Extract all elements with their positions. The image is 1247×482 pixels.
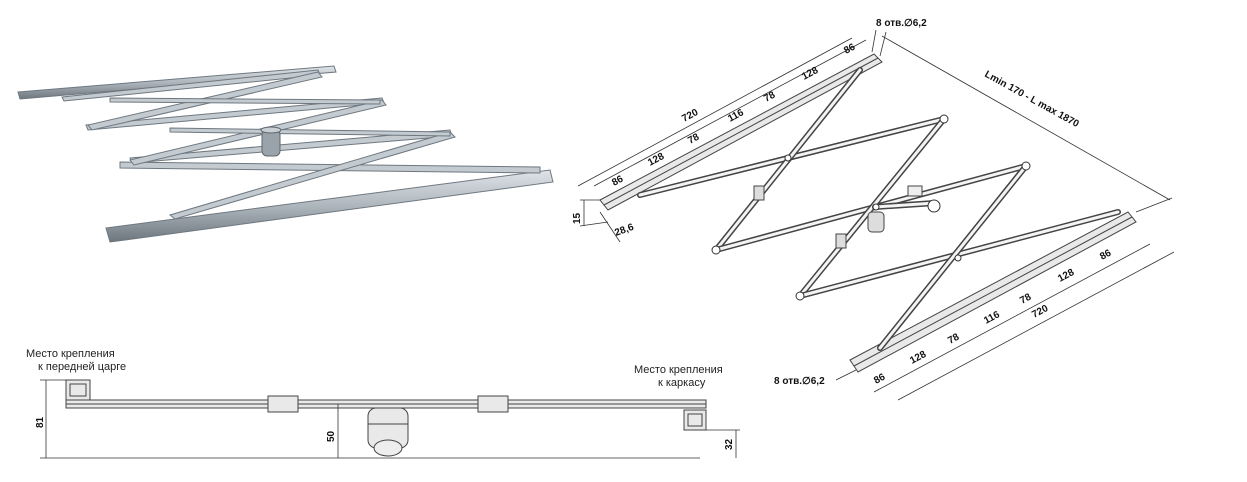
svg-text:128: 128 [1056,267,1076,285]
bottom-rail [105,169,554,243]
lower-holes-label: 8 отв.∅6,2 [774,376,825,387]
svg-text:78: 78 [1018,292,1033,307]
top-view-drawing: 720 86 128 78 116 78 128 86 8 отв.∅6,2 1… [572,18,1175,401]
upper-holes-label: 8 отв.∅6,2 [876,18,927,29]
rail-width-28-6: 28,6 [613,222,635,239]
lower-total-720: 720 [1030,303,1050,321]
svg-text:86: 86 [872,372,887,387]
center-actuator [261,129,281,157]
top-actuator [867,211,885,233]
svg-text:86: 86 [842,42,857,57]
svg-text:128: 128 [800,65,820,83]
mechanism-3d-render [17,65,554,243]
top-rail [17,65,337,100]
scissor-links [61,69,541,220]
svg-text:86: 86 [610,174,625,189]
svg-text:78: 78 [762,90,777,105]
dim-height-total: 81 [35,416,46,428]
pivot-points [711,114,1031,301]
svg-text:86: 86 [1098,248,1113,263]
frame-mount-label-line2: к каркасу [658,377,706,389]
side-view-drawing: Место крепления к передней царге Место к… [26,348,740,459]
dim-mid-height: 50 [326,430,337,442]
dim-right-height: 32 [724,438,735,450]
upper-total-720: 720 [680,107,700,125]
front-mount-label-line2: к передней царге [38,361,126,373]
svg-text:78: 78 [686,132,701,147]
front-mount-label-line1: Место крепления [26,348,115,360]
frame-mount-label-line1: Место крепления [634,364,723,376]
svg-text:116: 116 [982,309,1002,326]
rail-height-15: 15 [572,212,583,224]
svg-text:78: 78 [946,332,961,347]
svg-text:116: 116 [726,107,746,124]
